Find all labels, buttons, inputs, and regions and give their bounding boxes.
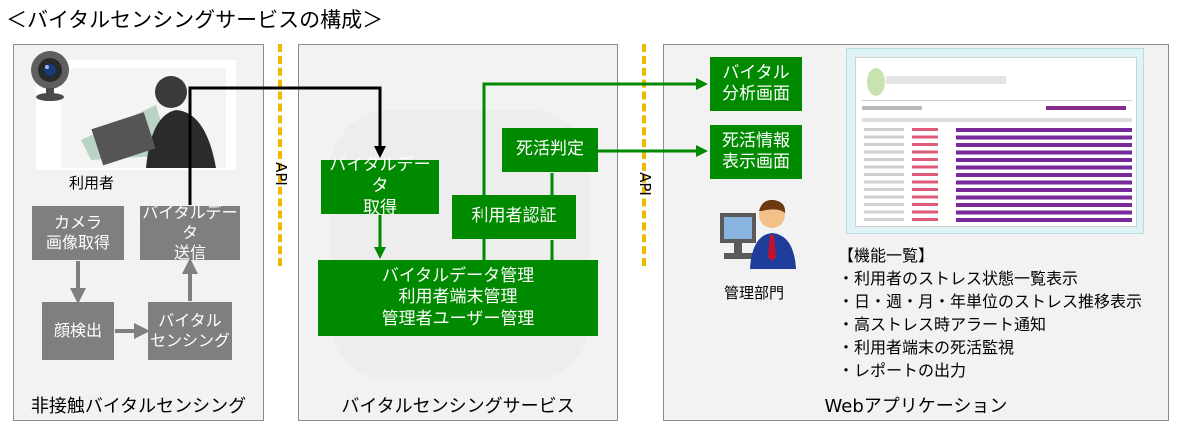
- diagram-title: ＜バイタルセンシングサービスの構成＞: [6, 8, 384, 32]
- api-divider-right: [642, 44, 646, 266]
- feature-item: ・レポートの出力: [838, 361, 967, 380]
- thumb-row-bar: [956, 180, 1132, 185]
- camera-capture-box: カメラ 画像取得: [32, 206, 124, 260]
- api-divider-left: [278, 44, 282, 266]
- thumb-row-bar: [956, 128, 1132, 132]
- web-app-screen-content: [855, 57, 1137, 227]
- thumb-row-label: [864, 158, 904, 161]
- feature-list-title: 【機能一覧】: [838, 246, 935, 265]
- vital-analysis-screen-box: バイタル 分析画面: [710, 57, 802, 111]
- thumb-row-badges: [912, 210, 938, 214]
- face-detect-box: 顔検出: [42, 302, 114, 360]
- thumb-row-bar: [956, 203, 1132, 207]
- thumb-row-label: [864, 210, 904, 214]
- feature-item: ・日・週・月・年単位のストレス推移表示: [838, 292, 1143, 311]
- arrow-send-to-acquire: [188, 86, 386, 205]
- feature-item: ・高ストレス時アラート通知: [838, 315, 1047, 334]
- left-panel-label: 非接触バイタルセンシング: [30, 396, 247, 417]
- thumb-row-badges: [912, 150, 938, 154]
- thumb-row-badges: [912, 180, 938, 184]
- thumb-row-label: [864, 188, 904, 191]
- thumb-row-label: [864, 218, 904, 221]
- line-manage-to-analysis: [482, 78, 708, 260]
- thumb-row-badges: [912, 143, 938, 146]
- thumb-row-label: [864, 195, 904, 199]
- thumb-row-badges: [912, 135, 938, 139]
- thumb-row-bar: [956, 165, 1132, 170]
- thumb-row-label: [864, 128, 904, 131]
- vital-send-box: バイタルデータ 送信: [140, 203, 240, 262]
- thumb-row-badges: [912, 173, 938, 176]
- thumb-row-badges: [912, 158, 938, 161]
- web-app-screenshot: [846, 48, 1144, 234]
- user-label: 利用者: [69, 174, 115, 192]
- feature-item: ・利用者のストレス状態一覧表示: [838, 269, 1079, 288]
- right-panel-label: Webアプリケーション: [824, 396, 1008, 417]
- user-photo: [36, 60, 236, 170]
- thumb-row-bar: [956, 135, 1132, 140]
- thumb-row-bar: [956, 218, 1132, 222]
- feature-item: ・利用者端末の死活監視: [838, 338, 1015, 357]
- middle-panel-label: バイタルセンシングサービス: [341, 396, 575, 417]
- alive-info-screen-box: 死活情報 表示画面: [710, 125, 802, 179]
- thumb-row-label: [864, 150, 904, 154]
- thumb-row-badges: [912, 203, 938, 206]
- thumb-row-bar: [956, 173, 1132, 177]
- thumb-row-label: [864, 180, 904, 184]
- thumb-row-label: [864, 173, 904, 176]
- admin-label: 管理部門: [724, 284, 785, 302]
- thumb-row-label: [864, 135, 904, 139]
- thumb-row-badges: [912, 218, 938, 221]
- data-management-box: バイタルデータ管理 利用者端末管理 管理者ユーザー管理: [318, 260, 598, 336]
- user-auth-box: 利用者認証: [452, 195, 576, 239]
- thumb-row-bar: [956, 158, 1132, 162]
- thumb-row-bar: [956, 188, 1132, 192]
- admin-person-icon: [718, 195, 798, 270]
- thumb-row-label: [864, 165, 904, 169]
- thumb-row-badges: [912, 165, 938, 169]
- thumb-row-badges: [912, 188, 938, 191]
- thumb-row-bar: [956, 150, 1132, 155]
- alive-judge-box: 死活判定: [502, 128, 598, 172]
- vital-sensing-box: バイタル センシング: [148, 302, 232, 360]
- thumb-row-bar: [956, 195, 1132, 200]
- thumb-row-bar: [956, 210, 1132, 215]
- thumb-row-label: [864, 203, 904, 206]
- vital-acquire-box: バイタルデータ 取得: [321, 155, 439, 218]
- feature-list: 【機能一覧】 ・利用者のストレス状態一覧表示 ・日・週・月・年単位のストレス推移…: [838, 244, 1142, 382]
- thumb-row-badges: [912, 195, 938, 199]
- thumb-row-bar: [956, 143, 1132, 147]
- thumb-row-label: [864, 143, 904, 146]
- webcam-icon: [28, 50, 72, 102]
- thumb-row-badges: [912, 128, 938, 131]
